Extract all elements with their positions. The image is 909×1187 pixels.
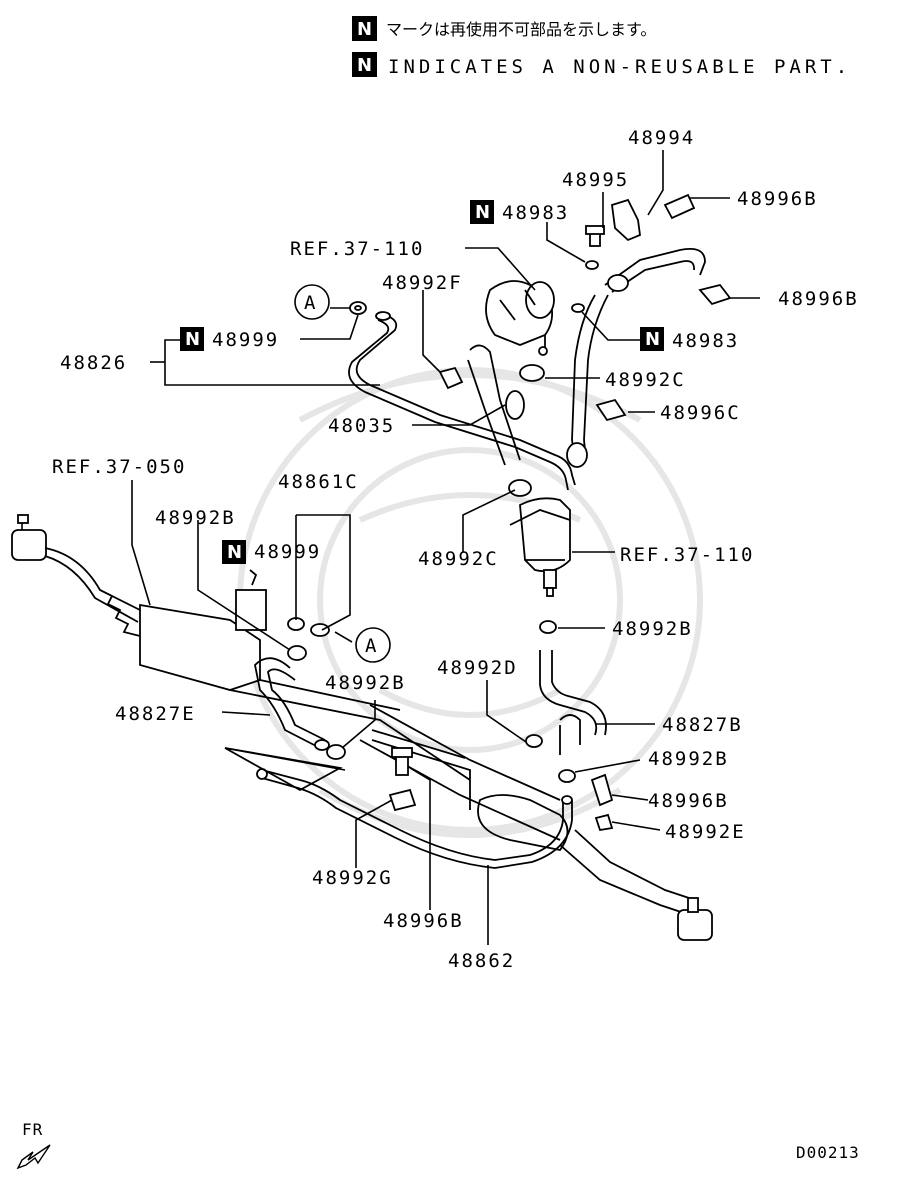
label-48996B-mid: 48996B [778, 288, 859, 310]
label-48826: 48826 [60, 352, 127, 374]
note-jp-text: マークは再使用不可部品を示します。 [386, 20, 656, 39]
label-48992C-upper: 48992C [605, 369, 686, 391]
label-48862: 48862 [448, 950, 515, 972]
label-48999-mid: 48999 [254, 541, 321, 563]
oil-pump [485, 280, 555, 356]
steering-gear-box [11, 514, 713, 941]
label-48992C-lower: 48992C [418, 548, 499, 570]
part-labels: 48994 48995 48996B 48983 REF.37-110 4899… [52, 127, 859, 972]
label-48992B-right2: 48992B [648, 748, 729, 770]
suction-hose-48827B [525, 620, 614, 832]
label-48827E: 48827E [115, 703, 196, 725]
front-direction-indicator: FR [16, 1120, 51, 1170]
label-ref37-110-top: REF.37-110 [290, 238, 424, 260]
label-48827B: 48827B [662, 714, 743, 736]
label-48861C: 48861C [278, 471, 359, 493]
pressure-tube-48826 [348, 311, 576, 491]
return-tube-48862 [224, 747, 573, 869]
label-48995: 48995 [562, 169, 629, 191]
label-48996B-top: 48996B [737, 188, 818, 210]
watermark [237, 367, 703, 838]
note-en-text: INDICATES A NON-REUSABLE PART. [388, 56, 851, 78]
badge-48983-mid: N [645, 329, 660, 350]
circle-a-top: A [304, 292, 317, 314]
label-ref37-110-mid: REF.37-110 [620, 544, 754, 566]
circle-a-markers: A A [294, 284, 391, 663]
note-jp: N マークは再使用不可部品を示します。 [352, 16, 656, 41]
label-48999-top: 48999 [212, 329, 279, 351]
hardware [349, 193, 732, 497]
note-en: N INDICATES A NON-REUSABLE PART. [352, 52, 851, 78]
label-48996B-bottom: 48996B [383, 910, 464, 932]
label-48983-top: 48983 [502, 202, 569, 224]
label-48996B-right: 48996B [648, 790, 729, 812]
return-hose-48827E [254, 617, 346, 760]
fr-arrow-icon [16, 1144, 51, 1170]
note-badge: N [357, 19, 372, 40]
diagram-code: D00213 [796, 1143, 860, 1162]
badge-48983-top: N [475, 202, 490, 223]
label-48992E: 48992E [665, 821, 746, 843]
label-48994: 48994 [628, 127, 695, 149]
fr-label: FR [22, 1120, 43, 1139]
label-48992F: 48992F [382, 272, 463, 294]
label-48992B-center: 48992B [325, 672, 406, 694]
label-48992G: 48992G [312, 867, 393, 889]
label-ref37-050: REF.37-050 [52, 456, 186, 478]
return-hose-48035 [467, 344, 525, 466]
label-48992D: 48992D [437, 657, 518, 679]
badge-48999-top: N [185, 329, 200, 350]
label-48983-mid: 48983 [672, 330, 739, 352]
oil-reservoir [509, 497, 571, 597]
pressure-hose-assembly [566, 247, 706, 468]
label-48992B-right1: 48992B [612, 618, 693, 640]
label-48035: 48035 [328, 415, 395, 437]
non-reusable-badges: N N N N [180, 200, 664, 564]
leader-lines [131, 150, 760, 945]
badge-48999-mid: N [227, 542, 242, 563]
label-48992B-left: 48992B [155, 507, 236, 529]
circle-a-mid: A [365, 635, 378, 657]
note-badge: N [357, 55, 372, 76]
label-48996C: 48996C [660, 402, 741, 424]
